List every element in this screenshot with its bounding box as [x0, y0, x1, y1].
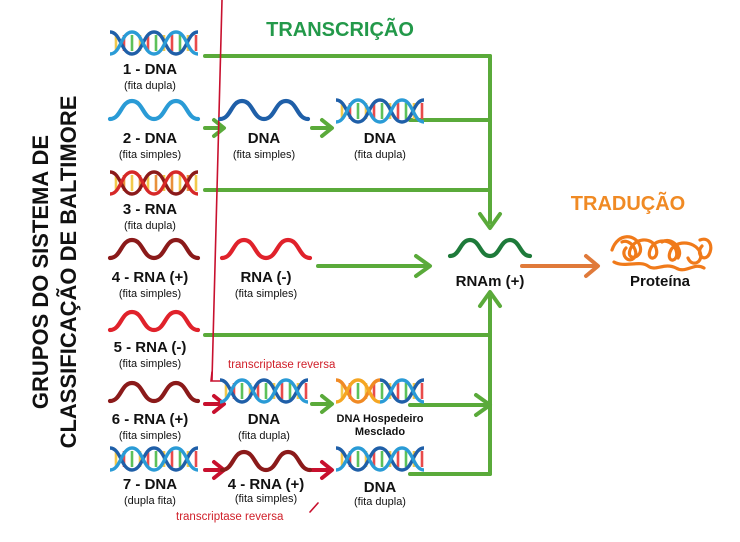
- group-7-step-1-label: 4 - RNA (+): [228, 476, 305, 493]
- dna-double-icon: [334, 446, 426, 472]
- group-6-step-1-sub: (fita dupla): [238, 430, 290, 442]
- group-6-step-2-sub: Mesclado: [355, 426, 405, 438]
- protein-icon: [610, 235, 713, 272]
- group-2-step-1-sub: (fita simples): [233, 149, 295, 161]
- dna-single-icon: [220, 101, 308, 119]
- note-pointers: [210, 0, 319, 513]
- group-4-sub: (fita simples): [119, 288, 181, 300]
- group-4-label: 4 - RNA (+): [112, 269, 189, 286]
- dna-single-icon: [110, 101, 198, 119]
- reverse-transcription-arrows: [203, 394, 334, 480]
- protein-label: Proteína: [630, 273, 691, 290]
- group-7-step-1-sub: (fita simples): [235, 493, 297, 505]
- vertical-title-line-1: GRUPOS DO SISTEMA DE: [28, 135, 53, 409]
- group-2-step-2-label: DNA: [364, 130, 397, 147]
- group-2-sub: (fita simples): [119, 149, 181, 161]
- reverse-transcriptase-note-2: transcriptase reversa: [176, 511, 284, 523]
- rna-positive-icon: [222, 452, 310, 470]
- dna-double-icon: [108, 446, 200, 472]
- mrna-icon: [450, 240, 530, 256]
- group-2-step-1-label: DNA: [248, 130, 281, 147]
- group-1-sub: (fita dupla): [124, 80, 176, 92]
- group-6-step-2-label: DNA Hospedeiro: [337, 413, 424, 425]
- translation-arrow: [520, 254, 600, 278]
- group-4-step-1-sub: (fita simples): [235, 288, 297, 300]
- group-5-sub: (fita simples): [119, 358, 181, 370]
- transcription-heading: TRANSCRIÇÃO: [266, 18, 414, 41]
- group-3-label: 3 - RNA: [123, 201, 177, 218]
- dna-double-icon: [218, 378, 310, 404]
- translation-heading: TRADUÇÃO: [571, 192, 685, 215]
- rna-positive-icon: [110, 240, 198, 258]
- group-6-step-1-label: DNA: [248, 411, 281, 428]
- transcription-arrows: [203, 54, 492, 476]
- dna-double-icon: [108, 30, 200, 56]
- group-4-step-1-label: RNA (-): [240, 269, 291, 286]
- vertical-title-line-2: CLASSIFICAÇÃO DE BALTIMORE: [56, 96, 81, 449]
- group-6-sub: (fita simples): [119, 430, 181, 442]
- rna-double-icon: [108, 170, 200, 196]
- rna-negative-icon: [110, 312, 198, 330]
- group-2-step-2-sub: (fita dupla): [354, 149, 406, 161]
- rna-negative-icon: [222, 240, 310, 258]
- group-7-step-2-sub: (fita dupla): [354, 496, 406, 508]
- group-3-sub: (fita dupla): [124, 220, 176, 232]
- group-2-label: 2 - DNA: [123, 130, 177, 147]
- group-5-label: 5 - RNA (-): [114, 339, 187, 356]
- rna-positive-icon: [110, 383, 198, 401]
- group-6-label: 6 - RNA (+): [112, 411, 189, 428]
- group-7-sub: (dupla fita): [124, 495, 176, 507]
- mrna-label: RNAm (+): [456, 273, 525, 290]
- group-1-label: 1 - DNA: [123, 61, 177, 78]
- reverse-transcriptase-note-1: transcriptase reversa: [228, 359, 336, 371]
- group-7-step-2-label: DNA: [364, 479, 397, 496]
- host-mixed-dna-icon: [334, 378, 426, 404]
- group-7-label: 7 - DNA: [123, 476, 177, 493]
